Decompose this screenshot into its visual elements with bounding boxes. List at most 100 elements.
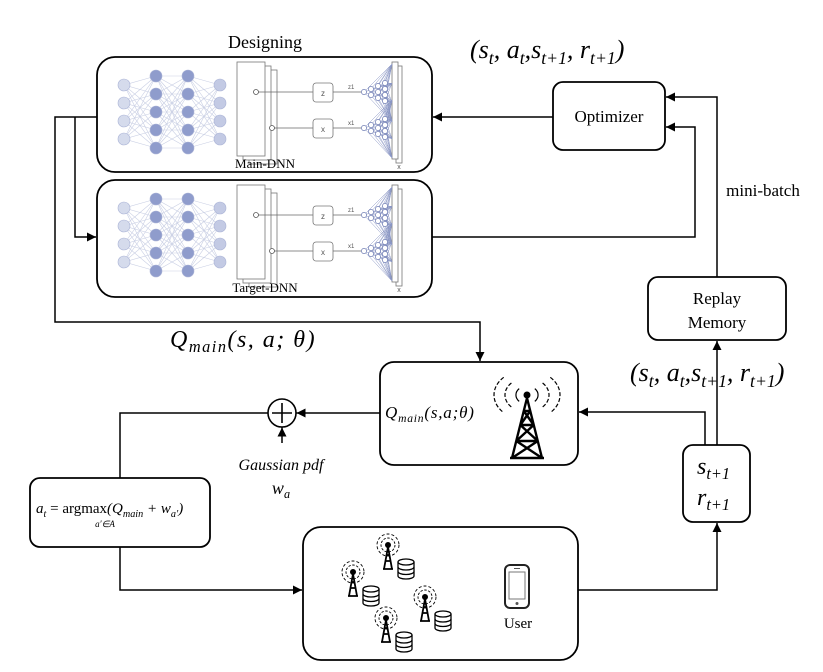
dnn-node	[117, 96, 131, 110]
dnn-node	[382, 134, 388, 140]
dnn-node	[382, 80, 388, 86]
dnn-node	[368, 251, 374, 257]
dnn-edge	[384, 63, 393, 84]
dnn-node	[117, 237, 131, 251]
dnn-node	[368, 209, 374, 215]
dnn-node	[375, 248, 381, 254]
dnn-output-label: z1	[348, 85, 355, 91]
user-label: User	[504, 616, 532, 632]
dnn-edge	[384, 222, 393, 243]
dnn-node	[368, 92, 374, 98]
dnn-edge	[187, 225, 221, 272]
arrow-main-dnn-to-target-dnn	[74, 117, 96, 242]
replay-memory-box	[647, 276, 787, 341]
target-dnn-label: Target-DNN	[232, 280, 298, 295]
dnn-edge	[123, 198, 157, 263]
dnn-output-label: x1	[348, 121, 355, 127]
dnn-edge	[377, 99, 393, 123]
dnn-edge	[187, 102, 221, 149]
dnn-node	[181, 141, 195, 155]
dnn-node	[181, 69, 195, 83]
dnn-output-label: x	[397, 287, 401, 294]
dnn-layer-slab	[236, 184, 266, 280]
dnn-edge	[123, 216, 157, 263]
arrow-action-to-environment	[119, 547, 302, 595]
action-formula-subscript: a′∈A	[95, 519, 115, 529]
dnn-edge	[384, 99, 393, 120]
dnn-output-label: x	[397, 164, 401, 171]
dnn-node	[382, 245, 388, 251]
dnn-edge	[377, 186, 393, 210]
dnn-node	[375, 95, 381, 101]
dnn-layer-slab	[236, 61, 266, 157]
dnn-edge	[370, 242, 393, 249]
designing-label: Designing	[228, 32, 302, 52]
dnn-node	[149, 87, 163, 101]
next-state-symbol: st+1	[697, 454, 730, 483]
dnn-node	[361, 89, 367, 95]
base-station-box	[379, 361, 579, 466]
dnn-edge	[384, 83, 393, 102]
dnn-edge	[370, 124, 393, 159]
dnn-node	[149, 264, 163, 278]
dnn-node	[117, 255, 131, 269]
dnn-edge	[187, 207, 221, 272]
dnn-node	[382, 257, 388, 263]
dnn-edge	[363, 127, 393, 159]
dnn-edge	[370, 124, 393, 139]
dnn-edge	[384, 259, 393, 282]
arrow-environment-to-next-state	[578, 523, 722, 591]
dnn-output-layer	[391, 184, 399, 283]
dnn-node	[382, 86, 388, 92]
dnn-node	[181, 87, 195, 101]
dnn-node	[181, 246, 195, 260]
dnn-node	[382, 215, 388, 221]
dnn-node	[382, 98, 388, 104]
dnn-layer-node	[269, 125, 275, 131]
main-dnn-label: Main-DNN	[235, 156, 296, 171]
dnn-edge	[370, 130, 393, 159]
dnn-node	[117, 78, 131, 92]
transition-tuple-right: (st, at,st+1, rt+1)	[630, 358, 784, 391]
dnn-node	[375, 125, 381, 131]
dnn-node	[181, 123, 195, 137]
action-formula: at = argmax(Qmain + wa′)	[36, 501, 183, 520]
dnn-edge	[123, 234, 157, 263]
dnn-node	[382, 128, 388, 134]
dnn-node	[149, 123, 163, 137]
dnn-edge	[123, 75, 157, 104]
dnn-edge	[384, 186, 393, 207]
dnn-node	[213, 132, 227, 146]
dnn-node	[375, 119, 381, 125]
dnn-node	[213, 96, 227, 110]
dnn-node	[375, 206, 381, 212]
dnn-node	[181, 228, 195, 242]
dnn-edge	[123, 198, 157, 245]
dnn-node	[181, 210, 195, 224]
dnn-node	[382, 122, 388, 128]
arrow-replay-memory-to-optimizer	[666, 92, 718, 277]
replay-memory-label-line2: Memory	[688, 313, 747, 332]
dnn-node	[181, 105, 195, 119]
arrow-next-state-to-base-station	[579, 407, 706, 445]
dnn-node	[213, 219, 227, 233]
dnn-node	[361, 125, 367, 131]
dnn-edge	[123, 111, 157, 140]
dnn-output-label: x1	[348, 244, 355, 250]
dnn-edge	[363, 250, 393, 282]
optimizer-label: Optimizer	[575, 107, 644, 126]
line-adder-to-action-box	[119, 412, 268, 478]
dnn-edge	[123, 93, 157, 140]
dnn-edge	[384, 242, 393, 261]
dnn-edge	[370, 99, 393, 126]
dnn-layer-node	[253, 212, 259, 218]
dnn-output-layer	[391, 61, 399, 160]
dnn-edge	[155, 216, 189, 272]
dnn-edge	[370, 63, 393, 90]
dnn-node	[382, 92, 388, 98]
dnn-edge	[123, 75, 157, 122]
cell-tower-icon	[493, 376, 561, 460]
dnn-edge	[384, 136, 393, 159]
dnn-node	[213, 201, 227, 215]
dnn-edge	[377, 256, 393, 282]
